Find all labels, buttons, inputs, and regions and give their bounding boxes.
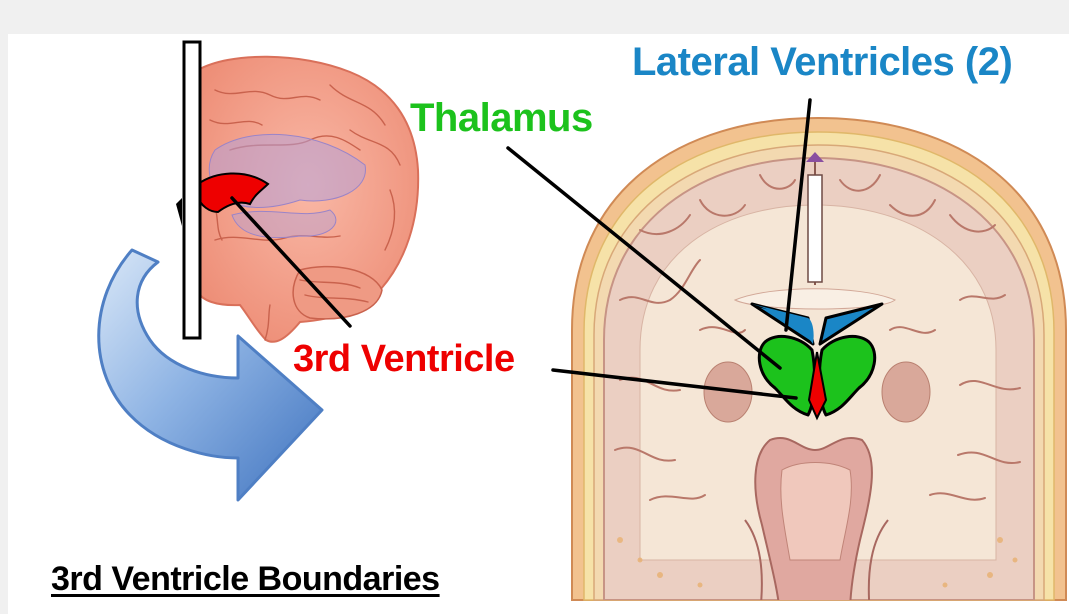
lateral-ventricles-label: Lateral Ventricles (2): [632, 40, 1013, 84]
coronal-plane-marker: [182, 40, 202, 340]
slide-title: 3rd Ventricle Boundaries: [51, 560, 440, 598]
sagittal-ventricle-leader-line: [230, 196, 352, 328]
rotation-arrow-icon: [97, 248, 324, 502]
thalamus-leader-line: [506, 146, 782, 370]
coronal-third-ventricle-shape: [807, 351, 828, 421]
coronal-ventricle-leader-line: [551, 368, 798, 400]
coronal-lateral-ventricles-shape: [750, 302, 884, 346]
sagittal-third-ventricle-shape: [197, 172, 270, 214]
thalamus-label: Thalamus: [410, 96, 593, 140]
third-ventricle-label: 3rd Ventricle: [293, 338, 515, 380]
leader-lines: [230, 98, 812, 400]
lateral-ventricles-leader-line: [784, 98, 812, 332]
